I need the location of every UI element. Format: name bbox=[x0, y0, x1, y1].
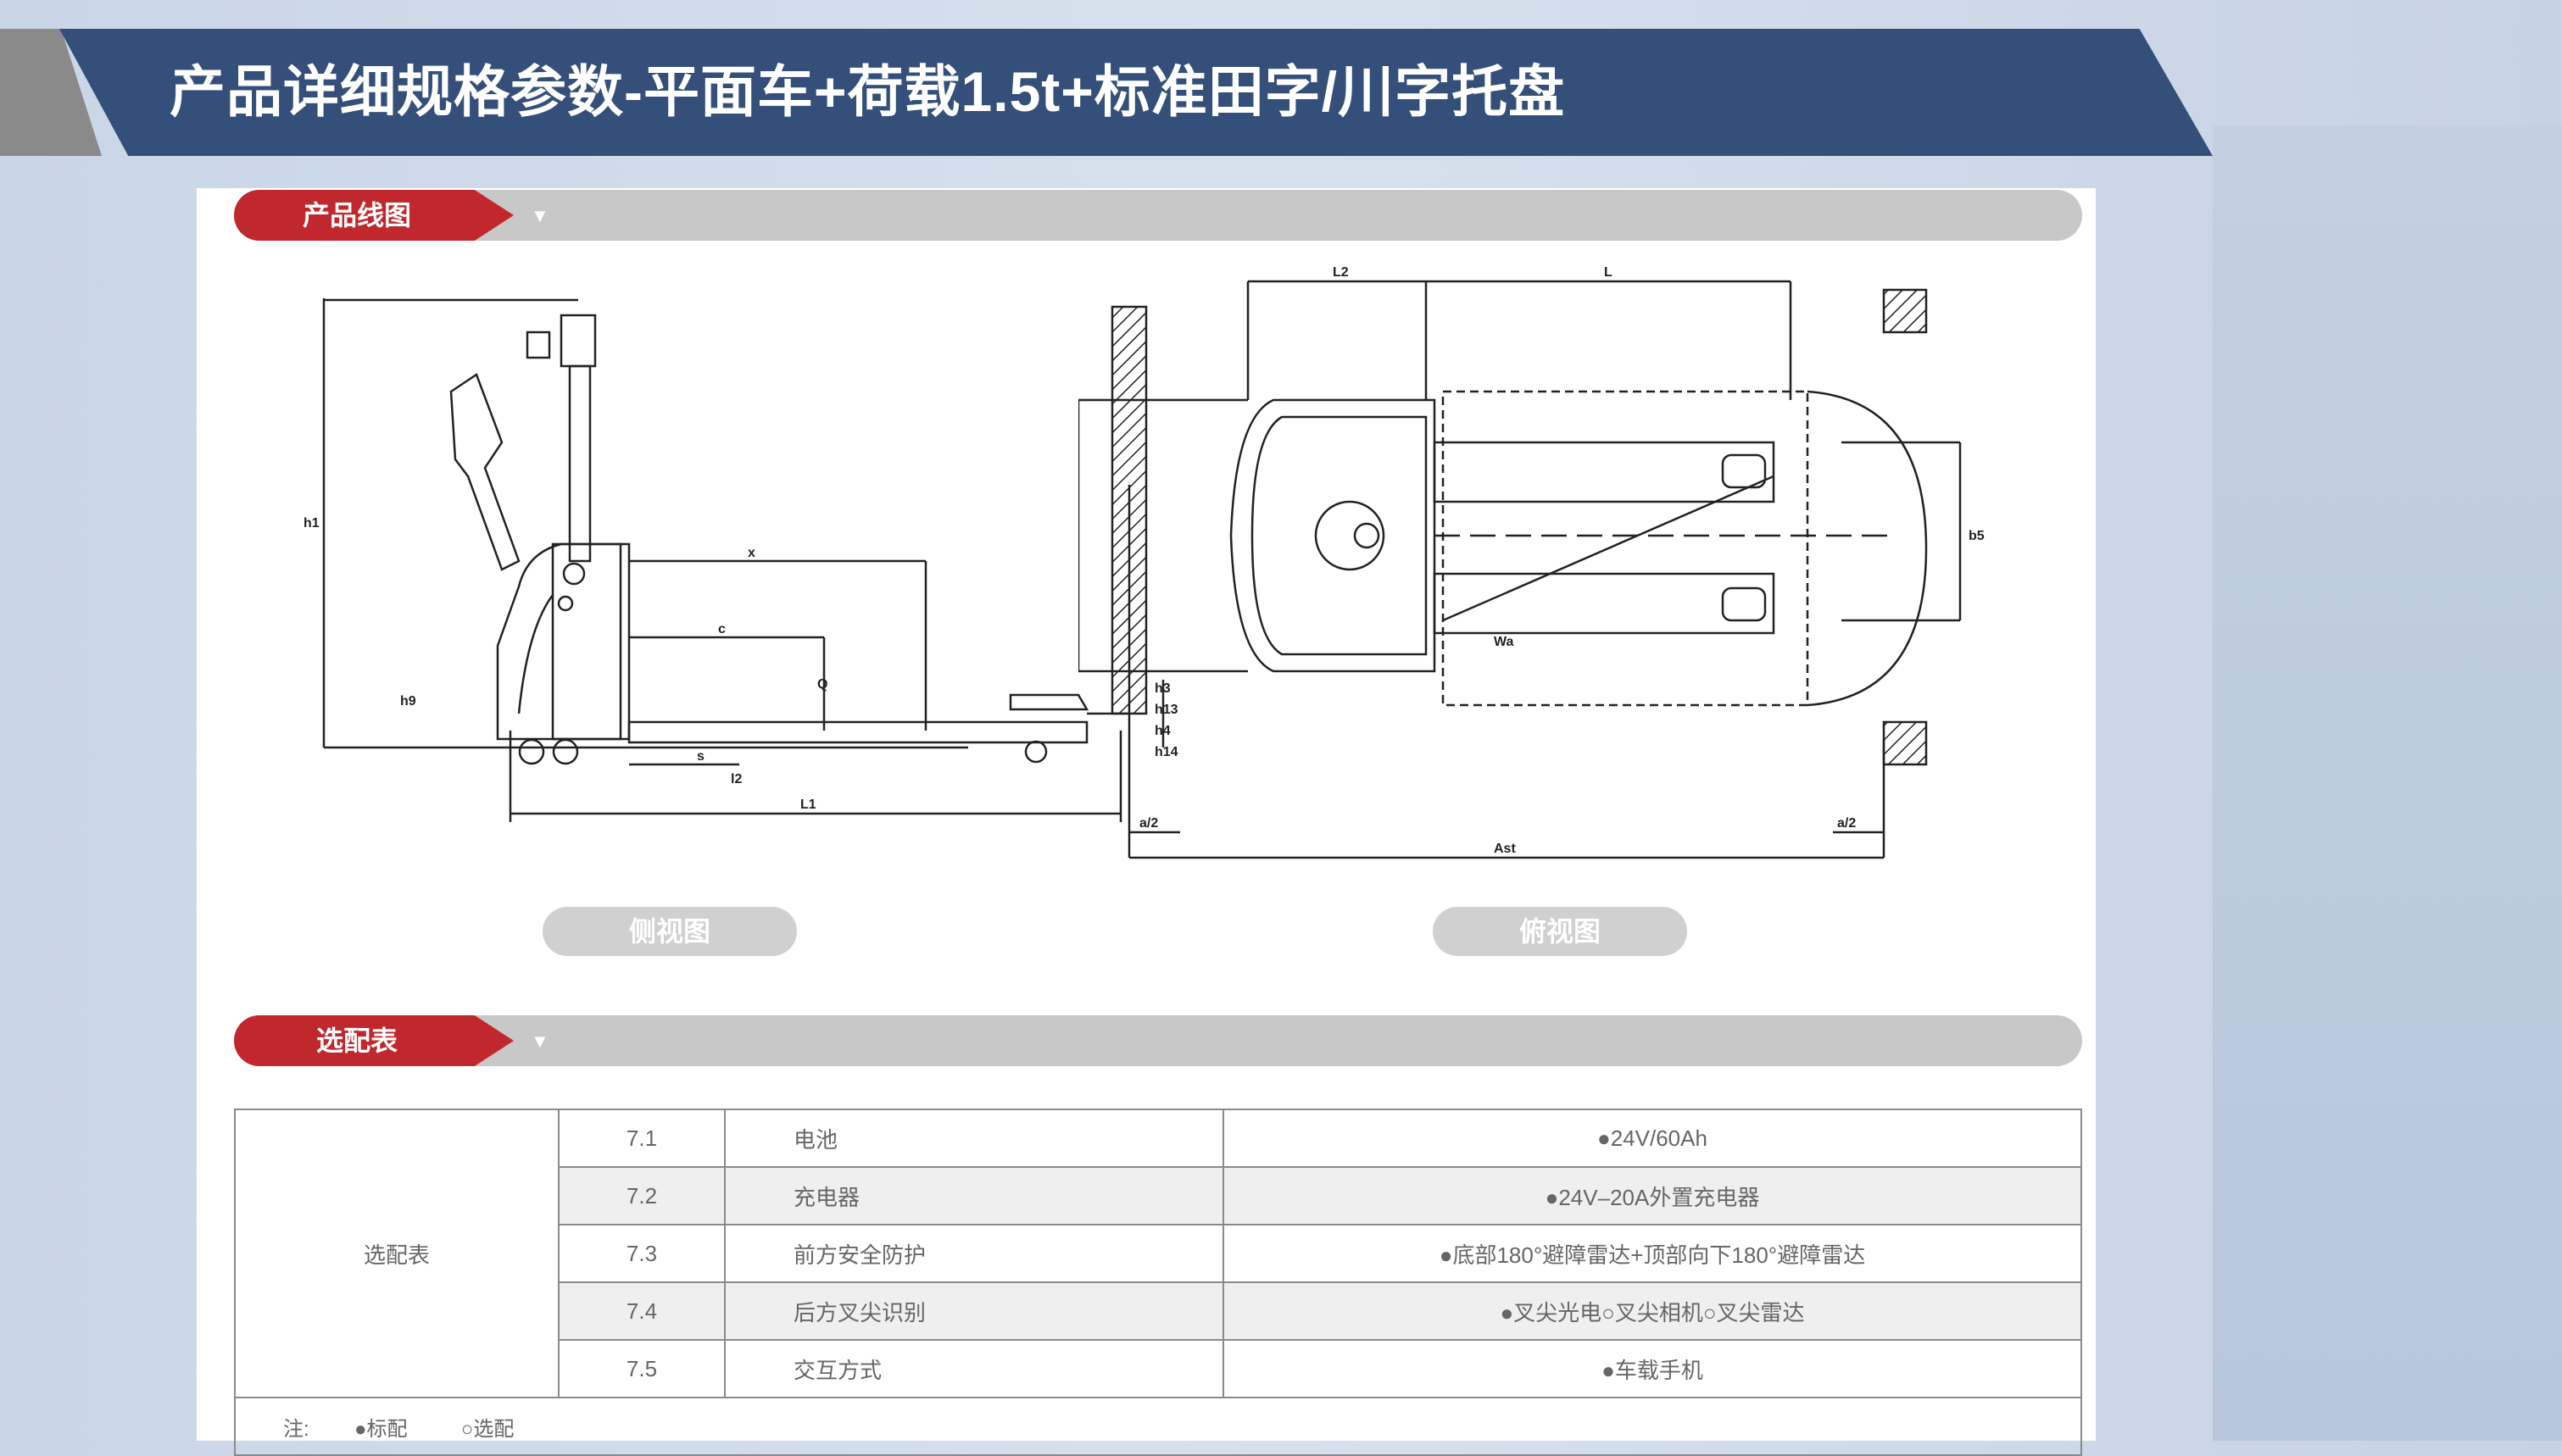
dim-label-Q: Q bbox=[817, 677, 827, 692]
dim-label-a2-left: a/2 bbox=[1139, 816, 1158, 831]
top-view-drawing: L2 L b1 b5 Wa a/2 a/2 Ast bbox=[1078, 265, 1985, 859]
dim-label-h13: h13 bbox=[1155, 703, 1178, 717]
dim-label-L: L bbox=[1604, 265, 1612, 280]
table-row: 选配表 7.1 电池 ●24V/60Ah bbox=[234, 1109, 2082, 1398]
background-band bbox=[2213, 125, 2562, 1441]
row-value: ●24V–20A外置充电器 bbox=[1223, 1166, 2082, 1225]
section-label-bg bbox=[234, 1015, 514, 1066]
row-number: 7.5 bbox=[558, 1339, 726, 1398]
note-standard: ●标配 bbox=[354, 1417, 408, 1441]
table-row: 7.4 后方叉尖识别 ●叉尖光电○叉尖相机○叉尖雷达 bbox=[235, 1281, 2082, 1341]
dim-label-h1: h1 bbox=[304, 516, 320, 531]
side-view-caption: 侧视图 bbox=[543, 907, 797, 956]
table-row: 7.3 前方安全防护 ●底部180°避障雷达+顶部向下180°避障雷达 bbox=[235, 1224, 2082, 1283]
note-label: 注: bbox=[283, 1417, 309, 1441]
dim-label-L2: L2 bbox=[1333, 265, 1349, 280]
dim-label-L1: L1 bbox=[800, 797, 816, 812]
top-view-caption: 俯视图 bbox=[1433, 907, 1687, 956]
row-value: ●车载手机 bbox=[1223, 1339, 2082, 1398]
section-track bbox=[234, 1015, 2082, 1066]
triangle-down-icon: ▼ bbox=[531, 205, 549, 226]
row-name: 电池 bbox=[724, 1109, 1224, 1168]
note-optional: ○选配 bbox=[460, 1417, 515, 1441]
row-number: 7.2 bbox=[558, 1166, 726, 1225]
section-title-options: 选配表 bbox=[315, 1025, 398, 1056]
side-view-drawing: h1 x c Q s l2 L1 h3 h13 h4 h14 h9 bbox=[304, 298, 1178, 822]
row-number: 7.4 bbox=[558, 1281, 726, 1341]
row-name: 后方叉尖识别 bbox=[724, 1281, 1224, 1341]
section-header-options: 选配表 ▼ bbox=[234, 1015, 2082, 1066]
dim-label-h9: h9 bbox=[400, 694, 416, 709]
content-panel: 产品线图 ▼ bbox=[197, 188, 2096, 1456]
row-value: ●24V/60Ah bbox=[1223, 1109, 2082, 1168]
dim-label-b5: b5 bbox=[1969, 529, 1985, 543]
wall-hatch-top-right bbox=[1882, 288, 1928, 334]
section-header-drawing: 产品线图 ▼ bbox=[234, 190, 2082, 241]
table-note-row: 注: ●标配 ○选配 bbox=[234, 1397, 2082, 1456]
table-group-label: 选配表 bbox=[234, 1109, 560, 1398]
row-number: 7.3 bbox=[558, 1224, 726, 1283]
row-name: 交互方式 bbox=[724, 1339, 1224, 1398]
option-table: 选配表 7.1 电池 ●24V/60Ah 7.2 充电器 ●24V–20A外置充… bbox=[234, 1109, 2082, 1456]
dim-label-h4: h4 bbox=[1155, 724, 1171, 738]
row-name: 充电器 bbox=[724, 1166, 1224, 1225]
wall-hatch-bottom-right bbox=[1882, 720, 1928, 766]
row-value: ●底部180°避障雷达+顶部向下180°避障雷达 bbox=[1223, 1224, 2082, 1283]
dim-label-h3: h3 bbox=[1155, 681, 1171, 696]
section-track bbox=[234, 190, 2082, 241]
dim-label-a2-right: a/2 bbox=[1837, 816, 1856, 831]
triangle-down-icon: ▼ bbox=[531, 1031, 549, 1052]
dim-label-Wa: Wa bbox=[1494, 635, 1514, 649]
dim-label-h14: h14 bbox=[1155, 745, 1178, 759]
dim-label-s: s bbox=[697, 749, 705, 764]
row-name: 前方安全防护 bbox=[724, 1224, 1224, 1283]
table-row: 7.2 充电器 ●24V–20A外置充电器 bbox=[235, 1166, 2082, 1225]
dim-label-x: x bbox=[748, 546, 755, 560]
section-label-bg bbox=[234, 190, 514, 241]
row-number: 7.1 bbox=[558, 1109, 726, 1168]
row-value: ●叉尖光电○叉尖相机○叉尖雷达 bbox=[1223, 1281, 2082, 1341]
title-banner bbox=[59, 29, 2213, 156]
dim-label-Ast: Ast bbox=[1494, 842, 1516, 856]
section-title-drawing: 产品线图 bbox=[302, 200, 411, 231]
table-row: 7.5 交互方式 ●车载手机 bbox=[235, 1339, 2082, 1398]
dim-label-c: c bbox=[718, 622, 726, 636]
table-note: 注: ●标配 ○选配 bbox=[234, 1397, 2082, 1456]
page-title: 产品详细规格参数-平面车+荷载1.5t+标准田字/川字托盘 bbox=[170, 60, 1566, 123]
dim-label-l2: l2 bbox=[731, 772, 742, 786]
